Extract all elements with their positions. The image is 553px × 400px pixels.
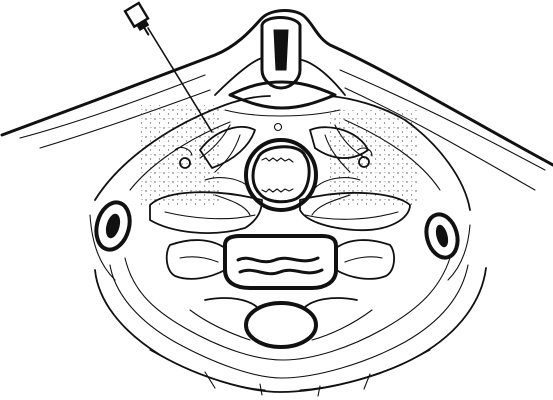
posterior-contour xyxy=(95,258,486,396)
spinal-cord xyxy=(190,298,372,347)
vertebral-body xyxy=(225,236,336,288)
